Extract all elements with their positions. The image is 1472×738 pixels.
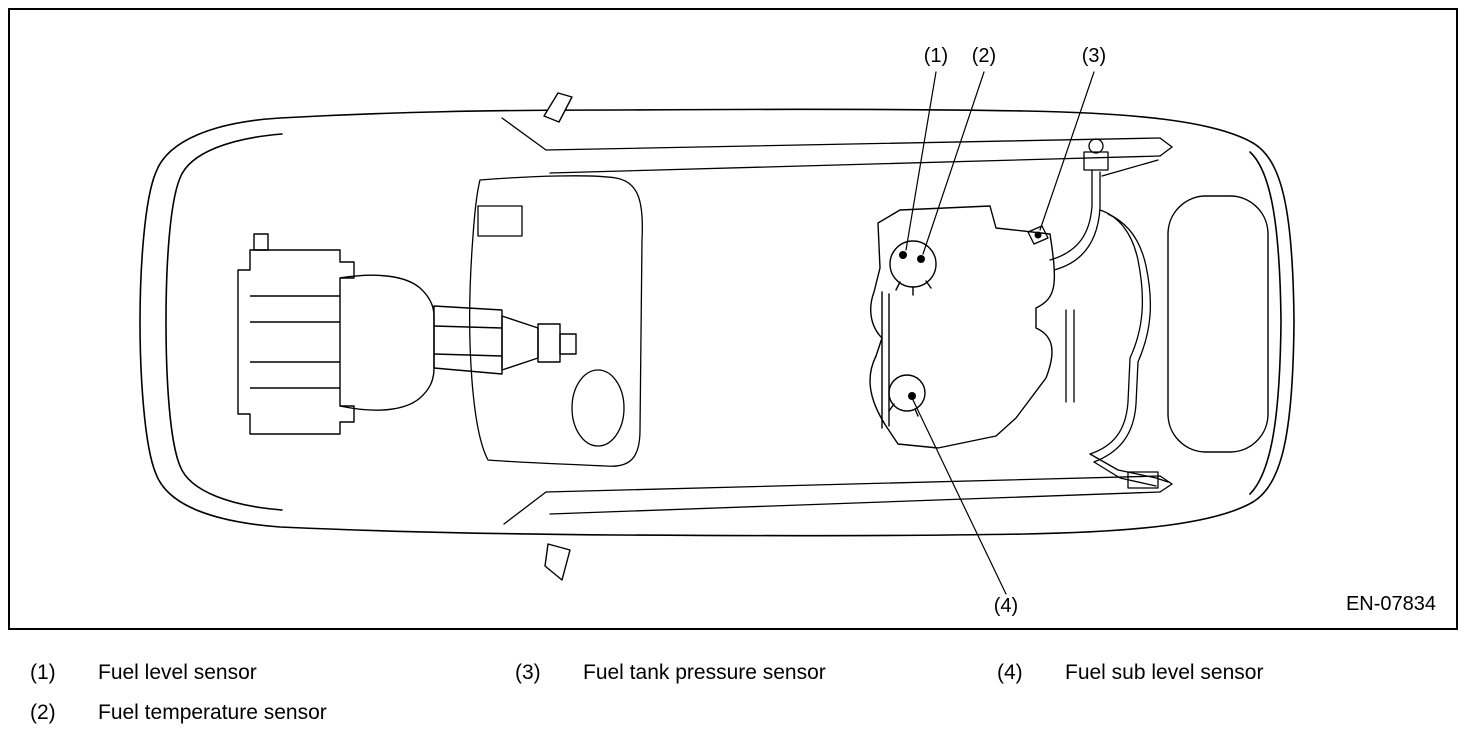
side-mirrors bbox=[543, 92, 573, 581]
door-sill-lines bbox=[501, 117, 1174, 525]
callout-dots bbox=[899, 231, 1042, 400]
fuel-pump-upper bbox=[889, 240, 937, 288]
callout-label-3: (3) bbox=[1082, 45, 1106, 67]
mirror-top bbox=[543, 92, 573, 123]
legend-number: (1) bbox=[30, 661, 56, 684]
engine-assembly bbox=[237, 233, 577, 435]
legend-number: (4) bbox=[997, 661, 1023, 684]
sensor-dot-2 bbox=[917, 255, 925, 263]
legend-item: (4) Fuel sub level sensor bbox=[997, 660, 1263, 686]
legend-item: (2) Fuel temperature sensor bbox=[30, 700, 327, 726]
callout-line-4 bbox=[912, 399, 1007, 595]
legend-item: (1) Fuel level sensor bbox=[30, 660, 257, 686]
fuel-tank bbox=[869, 205, 1055, 449]
callout-label-2: (2) bbox=[972, 45, 996, 67]
figure-code: EN-07834 bbox=[1346, 593, 1436, 615]
diagram-frame: (1) (2) (3) (4) EN-07834 bbox=[8, 8, 1458, 630]
sensor-dot-3 bbox=[1034, 231, 1042, 239]
legend-label: Fuel level sensor bbox=[98, 661, 257, 684]
rear-deck-detail bbox=[1167, 195, 1269, 453]
callout-label-4: (4) bbox=[994, 595, 1018, 617]
sensor-dot-1 bbox=[899, 251, 907, 259]
legend-label: Fuel temperature sensor bbox=[98, 701, 327, 724]
callout-labels: (1) (2) (3) (4) bbox=[924, 45, 1106, 617]
pressure-sensor-bracket bbox=[1027, 225, 1049, 245]
legend-number: (2) bbox=[30, 701, 56, 724]
legend-label: Fuel sub level sensor bbox=[1065, 661, 1264, 684]
sensor-dot-4 bbox=[908, 392, 916, 400]
legend-label: Fuel tank pressure sensor bbox=[583, 661, 826, 684]
callout-line-2 bbox=[922, 71, 985, 255]
legend-number: (3) bbox=[515, 661, 541, 684]
car-underbody-diagram: (1) (2) (3) (4) EN-07834 bbox=[139, 45, 1436, 617]
car-body-outline bbox=[139, 108, 1295, 537]
legend-item: (3) Fuel tank pressure sensor bbox=[515, 660, 826, 686]
fuel-sender-lower bbox=[888, 374, 926, 412]
callout-line-3 bbox=[1039, 71, 1095, 231]
callout-line-1 bbox=[905, 71, 937, 251]
callout-label-1: (1) bbox=[924, 45, 948, 67]
cabin-cowl-detail bbox=[469, 175, 644, 467]
callouts bbox=[905, 71, 1095, 595]
fuel-lines bbox=[1027, 138, 1169, 489]
mirror-bottom bbox=[544, 543, 571, 581]
